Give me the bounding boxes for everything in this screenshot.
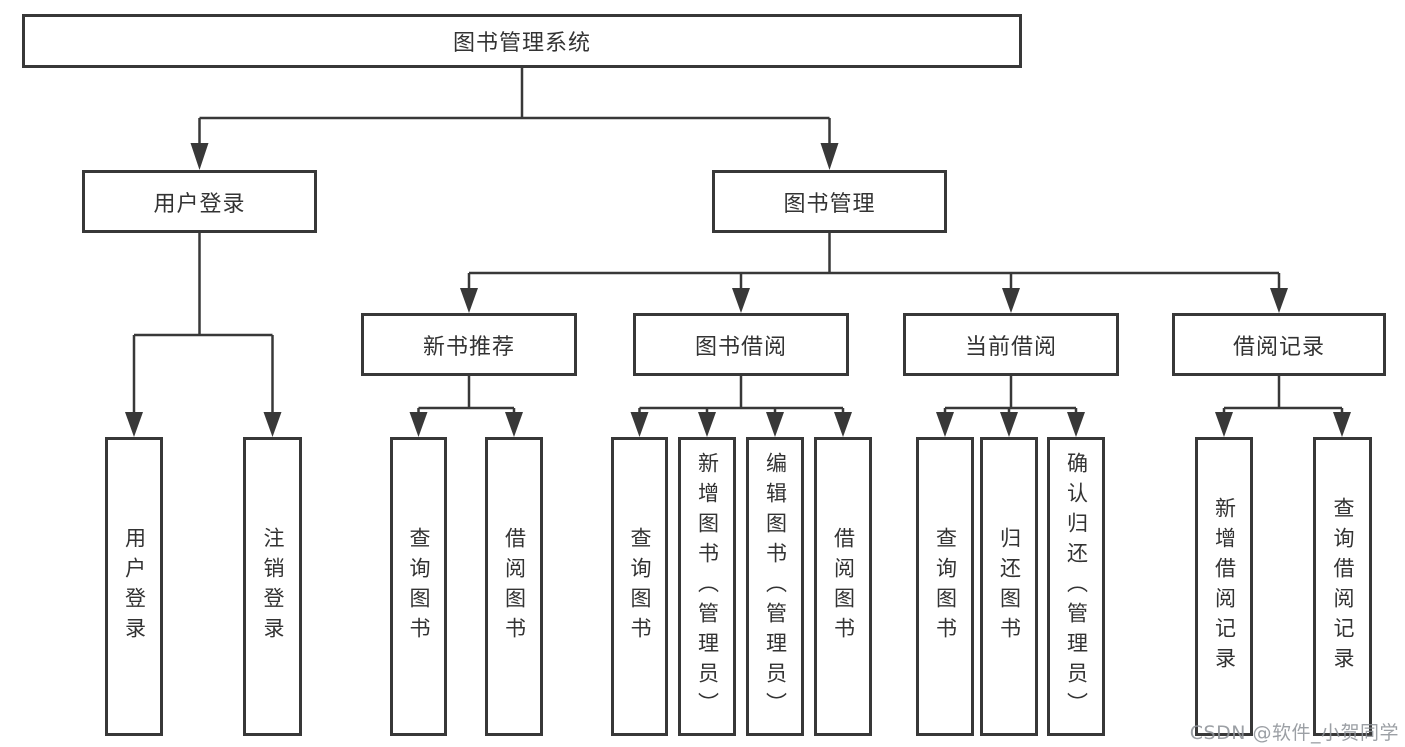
- connector-paths: [132, 68, 1344, 414]
- leaf-current-query-book: 查询图书: [916, 437, 974, 736]
- leaf-records-add-record-label: 新增借阅记录: [1212, 496, 1237, 677]
- leaf-recommend-query-book: 查询图书: [390, 437, 447, 736]
- node-library-system: 图书管理系统: [22, 14, 1022, 68]
- leaf-current-confirm-return-admin-label: 确认归还（管理员）: [1064, 451, 1089, 722]
- node-borrow-records: 借阅记录: [1172, 313, 1386, 376]
- csdn-watermark: CSDN @软件_小贺同学: [1189, 722, 1399, 744]
- node-book-management-label: 图书管理: [783, 191, 876, 217]
- leaf-borrow-borrow-book-label: 借阅图书: [831, 526, 856, 647]
- leaf-borrow-edit-book-admin-label: 编辑图书（管理员）: [763, 451, 788, 722]
- leaf-recommend-borrow-book: 借阅图书: [485, 437, 543, 736]
- node-current-borrow-label: 当前借阅: [964, 334, 1057, 360]
- arrowheads: [125, 143, 1351, 437]
- node-current-borrow: 当前借阅: [903, 313, 1119, 376]
- leaf-records-query-record-label: 查询借阅记录: [1331, 496, 1355, 677]
- leaf-borrow-edit-book-admin: 编辑图书（管理员）: [746, 437, 804, 736]
- leaf-borrow-add-book-admin: 新增图书（管理员）: [678, 437, 736, 736]
- node-new-book-recommend: 新书推荐: [361, 313, 577, 376]
- node-library-system-label: 图书管理系统: [452, 31, 591, 56]
- node-book-borrow-label: 图书借阅: [694, 334, 787, 360]
- leaf-recommend-query-book-label: 查询图书: [407, 526, 431, 647]
- leaf-current-return-book-label: 归还图书: [997, 526, 1022, 647]
- leaf-user-login-label: 用户登录: [122, 526, 147, 647]
- leaf-borrow-add-book-admin-label: 新增图书（管理员）: [695, 451, 720, 722]
- leaf-logout: 注销登录: [243, 437, 302, 736]
- leaf-borrow-query-book-label: 查询图书: [628, 526, 652, 647]
- leaf-recommend-borrow-book-label: 借阅图书: [502, 526, 527, 647]
- node-borrow-records-label: 借阅记录: [1232, 334, 1325, 360]
- leaf-current-return-book: 归还图书: [980, 437, 1038, 736]
- leaf-borrow-borrow-book: 借阅图书: [814, 437, 872, 736]
- leaf-logout-label: 注销登录: [261, 526, 285, 647]
- node-new-book-recommend-label: 新书推荐: [422, 334, 515, 360]
- leaf-current-confirm-return-admin: 确认归还（管理员）: [1047, 437, 1105, 736]
- node-book-management: 图书管理: [712, 170, 947, 233]
- node-book-borrow: 图书借阅: [633, 313, 849, 376]
- leaf-records-query-record: 查询借阅记录: [1313, 437, 1372, 736]
- node-user-login: 用户登录: [82, 170, 317, 233]
- node-user-login-label: 用户登录: [153, 191, 246, 217]
- leaf-records-add-record: 新增借阅记录: [1195, 437, 1253, 736]
- leaf-user-login: 用户登录: [105, 437, 163, 736]
- leaf-current-query-book-label: 查询图书: [933, 526, 958, 647]
- leaf-borrow-query-book: 查询图书: [611, 437, 668, 736]
